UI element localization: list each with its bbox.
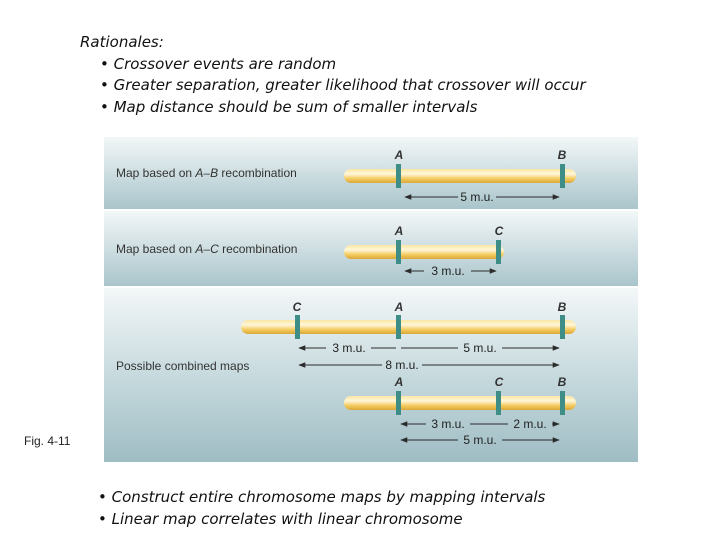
gene-label: B: [558, 300, 567, 314]
gene-label: B: [558, 148, 567, 162]
conclusion-bullet-1: • Construct entire chromosome maps by ma…: [98, 488, 546, 506]
rationale-bullet-3: • Map distance should be sum of smaller …: [100, 97, 478, 116]
gene-label: C: [495, 375, 504, 389]
rationales-heading: Rationales:: [80, 33, 164, 51]
rationale-bullet-1: • Crossover events are random: [100, 54, 337, 73]
distance-label: 3 m.u.: [332, 341, 365, 355]
chromosome-ac: [344, 240, 504, 264]
chromosome-ab: [344, 164, 576, 188]
gene-label: A: [394, 375, 404, 389]
panel-combined-label: Possible combined maps: [116, 359, 249, 373]
distance-label: 2 m.u.: [513, 417, 546, 431]
locus-a-marker: [396, 391, 401, 415]
rationale-bullet-2: • Greater separation, greater likelihood…: [100, 76, 586, 94]
locus-c-marker: [496, 240, 501, 264]
map-figure: Map based on A–B recombination Map based…: [104, 137, 638, 462]
gene-label: A: [394, 224, 404, 238]
gene-label: A: [394, 300, 404, 314]
conclusion-bullet-2: • Linear map correlates with linear chro…: [98, 510, 463, 528]
gene-label: A: [394, 148, 404, 162]
gene-label: C: [495, 224, 504, 238]
gene-label: C: [293, 300, 302, 314]
locus-b-marker: [560, 164, 565, 188]
conclusions-block: • Construct entire chromosome maps by ma…: [98, 486, 545, 530]
distance-label: 5 m.u.: [463, 341, 496, 355]
locus-b-marker: [560, 315, 565, 339]
panel-ab-label: Map based on A–B recombination: [116, 166, 297, 180]
distance-label: 5 m.u.: [463, 433, 496, 447]
locus-a-marker: [396, 315, 401, 339]
rationales-block: Rationales: • Crossover events are rando…: [80, 32, 586, 118]
locus-a-marker: [396, 240, 401, 264]
panel-combined-bg: [104, 288, 638, 462]
locus-a-marker: [396, 164, 401, 188]
locus-c-marker: [295, 315, 300, 339]
locus-b-marker: [560, 391, 565, 415]
panel-ac-label: Map based on A–C recombination: [116, 242, 297, 256]
gene-label: B: [558, 375, 567, 389]
distance-label: 3 m.u.: [431, 417, 464, 431]
figure-caption: Fig. 4-11: [24, 434, 71, 448]
chromosome-combined-1: [241, 315, 576, 339]
distance-label: 8 m.u.: [385, 358, 418, 372]
locus-c-marker: [496, 391, 501, 415]
distance-label: 3 m.u.: [431, 264, 464, 278]
chromosome-combined-2: [344, 391, 576, 415]
distance-label: 5 m.u.: [460, 190, 493, 204]
